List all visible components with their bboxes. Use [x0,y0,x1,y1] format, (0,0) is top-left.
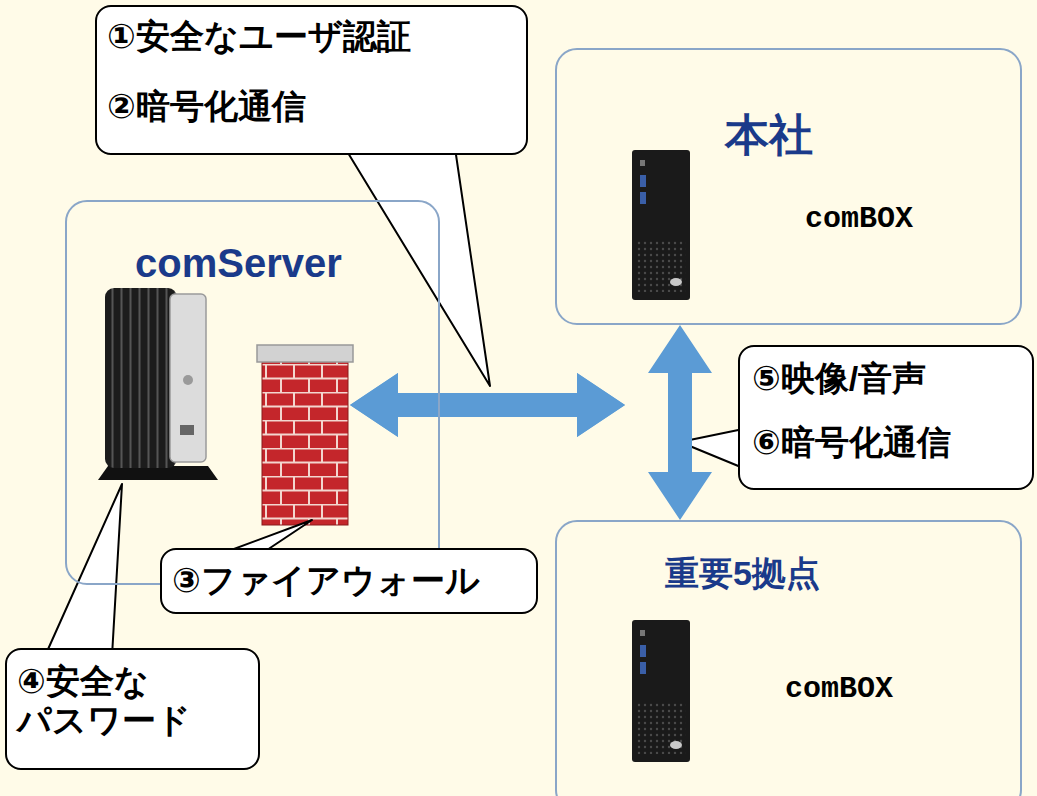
site-box: 本社 comBOX [555,48,1022,325]
site-box: 重要5拠点 comBOX [555,520,1022,796]
node-heading: 重要5拠点 [665,554,820,593]
pc-button [640,630,645,636]
block-arrow [648,325,712,520]
callout-tail [345,148,490,386]
callout-box: ③ファイアウォール [160,548,538,614]
device-label: comBOX [785,672,893,707]
brick-wall [262,360,348,525]
callout-text: ③ファイアウォール [172,561,480,600]
pc-body [632,620,690,762]
server-front [170,294,206,462]
callout-text: ①安全なユーザ認証 [107,17,411,56]
pc-body [632,150,690,300]
pc-vents [636,702,686,754]
pc-port [640,662,646,674]
node-heading: 本社 [725,110,813,161]
callout-text: ⑤映像/音声 [752,359,926,398]
pc-port [640,175,646,187]
pc-logo [670,278,682,286]
server-stand [98,466,218,480]
callout-box: ④安全な パスワード [5,648,260,770]
node-heading: comServer [135,240,342,286]
callout-text: ②暗号化通信 [107,87,306,126]
server-illustration [98,288,218,480]
pc-vents [636,240,686,292]
server-button [183,375,193,385]
callout-tail [45,484,122,656]
callout-box: ①安全なユーザ認証 ②暗号化通信 [95,5,528,155]
pc-logo [670,741,682,749]
pc-port [640,645,646,657]
server-body [105,288,177,468]
server-port [180,425,194,435]
callout-text: ④安全な パスワード [17,662,217,740]
block-arrow [350,373,625,437]
pc-button [640,160,645,166]
callout-tails [45,148,748,656]
callout-box: ⑤映像/音声 ⑥暗号化通信 [738,345,1034,490]
server-box: comServer [65,200,440,585]
pc-port [640,192,646,204]
firewall-illustration [257,345,353,525]
wall-cap [257,345,353,362]
callout-text: ⑥暗号化通信 [752,423,951,462]
device-label: comBOX [805,202,913,237]
block-arrow [350,373,625,437]
